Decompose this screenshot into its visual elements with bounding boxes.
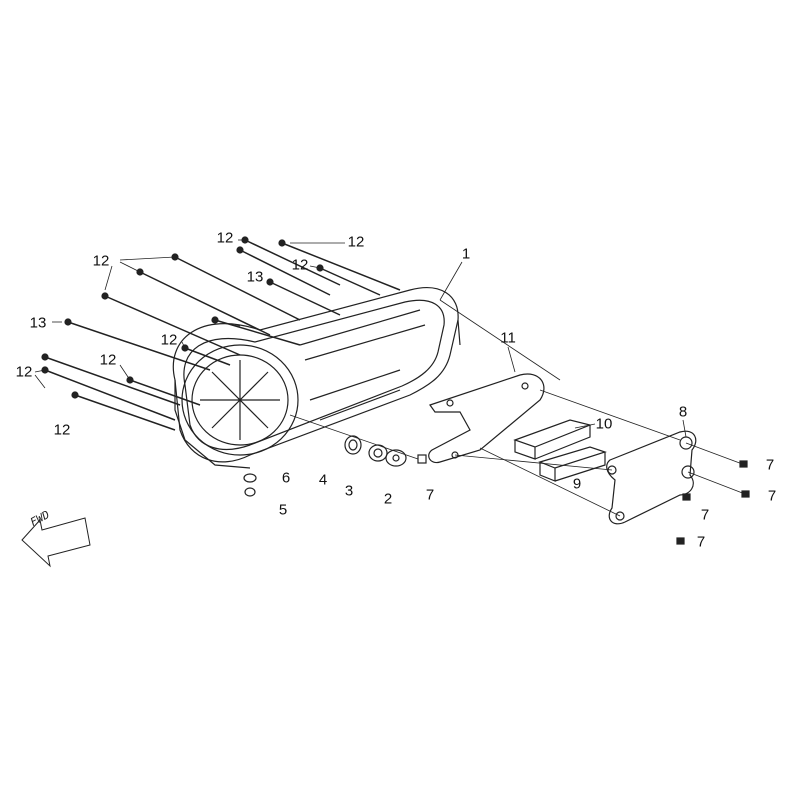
callout-3: 3 xyxy=(344,482,354,500)
blocks-9-10 xyxy=(513,419,607,482)
callout-7: 7 xyxy=(765,456,775,474)
callout-12: 12 xyxy=(291,256,309,274)
callout-2: 2 xyxy=(383,490,393,508)
callout-12: 12 xyxy=(160,331,178,349)
callout-6: 6 xyxy=(281,469,291,487)
bolt-heads xyxy=(41,236,324,399)
callout-7: 7 xyxy=(425,486,435,504)
callout-12: 12 xyxy=(347,233,365,251)
nuts-7 xyxy=(676,460,750,545)
callout-13: 13 xyxy=(246,268,264,286)
callout-13: 13 xyxy=(29,314,47,332)
callout-1: 1 xyxy=(461,245,471,263)
callout-4: 4 xyxy=(318,471,328,489)
callout-7: 7 xyxy=(696,533,706,551)
callout-9: 9 xyxy=(572,475,582,493)
callout-5: 5 xyxy=(278,501,288,519)
callout-10: 10 xyxy=(595,415,613,433)
plate-8 xyxy=(606,430,697,525)
leader-lines xyxy=(34,239,746,517)
callout-12: 12 xyxy=(15,363,33,381)
callout-12: 12 xyxy=(216,229,234,247)
fwd-arrow-icon xyxy=(21,517,91,568)
seal-washer-parts xyxy=(243,435,427,497)
callout-11: 11 xyxy=(500,329,516,347)
callout-7: 7 xyxy=(700,506,710,524)
callout-8: 8 xyxy=(678,403,688,421)
bracket-11 xyxy=(428,373,545,464)
callout-12: 12 xyxy=(99,351,117,369)
callout-12: 12 xyxy=(92,252,110,270)
bolts xyxy=(44,239,401,431)
crankcase-cover xyxy=(172,287,461,469)
callout-7: 7 xyxy=(767,487,777,505)
callout-12: 12 xyxy=(53,421,71,439)
